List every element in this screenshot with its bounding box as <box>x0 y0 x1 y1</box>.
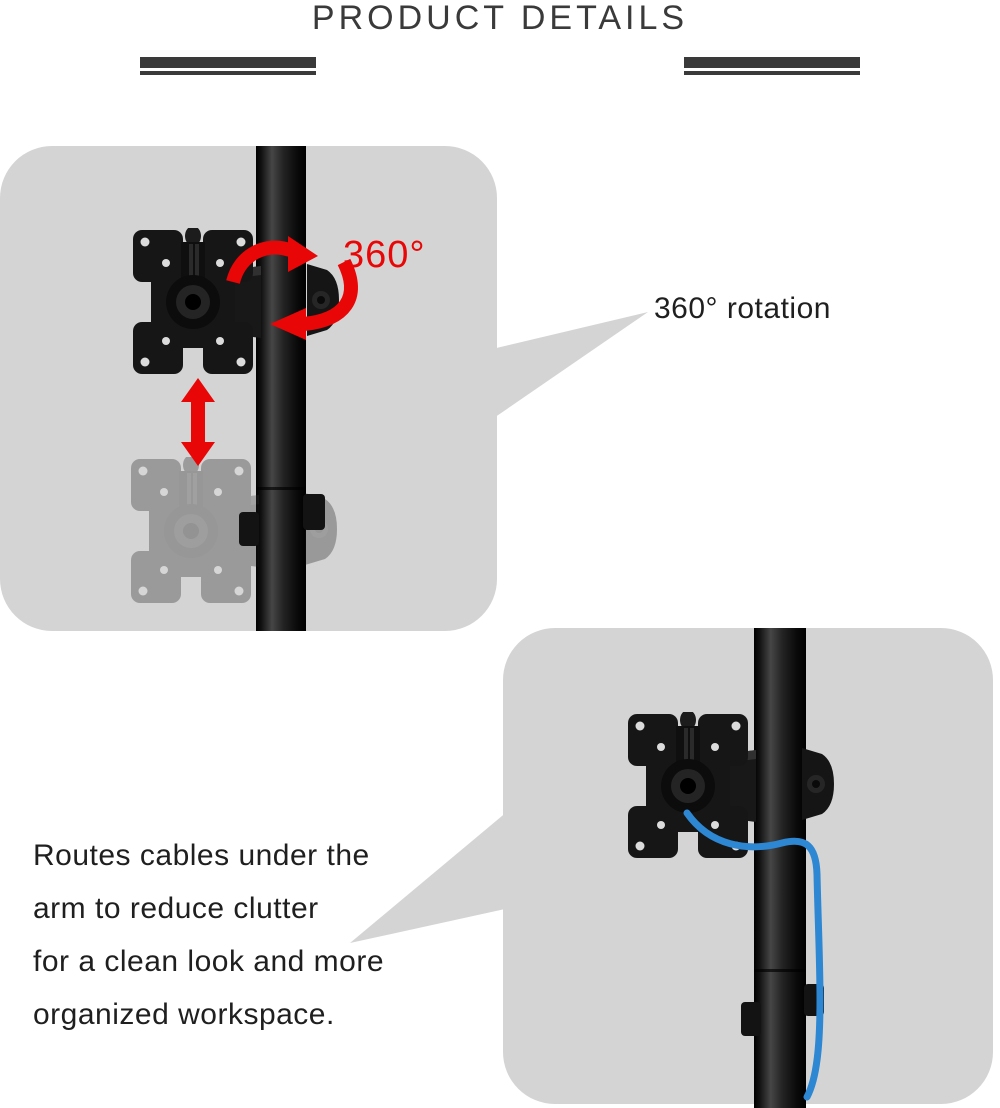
cable-description-line: organized workspace. <box>33 998 335 1031</box>
cable-callout-pointer <box>350 806 514 943</box>
pole-seam-bottom <box>754 969 806 972</box>
cable-clip <box>741 1002 761 1036</box>
rotation-arrows-icon <box>226 236 358 340</box>
rotation-callout-pointer <box>488 312 648 422</box>
header-right-bar-thin <box>684 71 860 75</box>
rotation-badge: 360° <box>343 234 426 276</box>
pole-graphic-top <box>256 146 306 631</box>
cable-description-line: for a clean look and more <box>33 945 385 978</box>
pole-clip <box>239 512 259 546</box>
pole-graphic-bottom <box>754 628 806 1108</box>
pole-seam-top <box>256 487 306 490</box>
header-left-bar-thin <box>140 71 316 75</box>
cable-description-line: arm to reduce clutter <box>33 892 319 925</box>
header-right-bar-thick <box>684 57 860 68</box>
rotation-callout-label: 360° rotation <box>654 292 831 325</box>
updown-arrow-icon <box>181 378 215 466</box>
cable-description-line: Routes cables under the <box>33 839 370 872</box>
cable-graphic <box>683 809 824 1101</box>
pole-clip <box>303 494 325 530</box>
cable-description: Routes cables under the arm to reduce cl… <box>33 829 384 1041</box>
page-title: PRODUCT DETAILS <box>311 0 689 37</box>
header-left-bar-thick <box>140 57 316 68</box>
